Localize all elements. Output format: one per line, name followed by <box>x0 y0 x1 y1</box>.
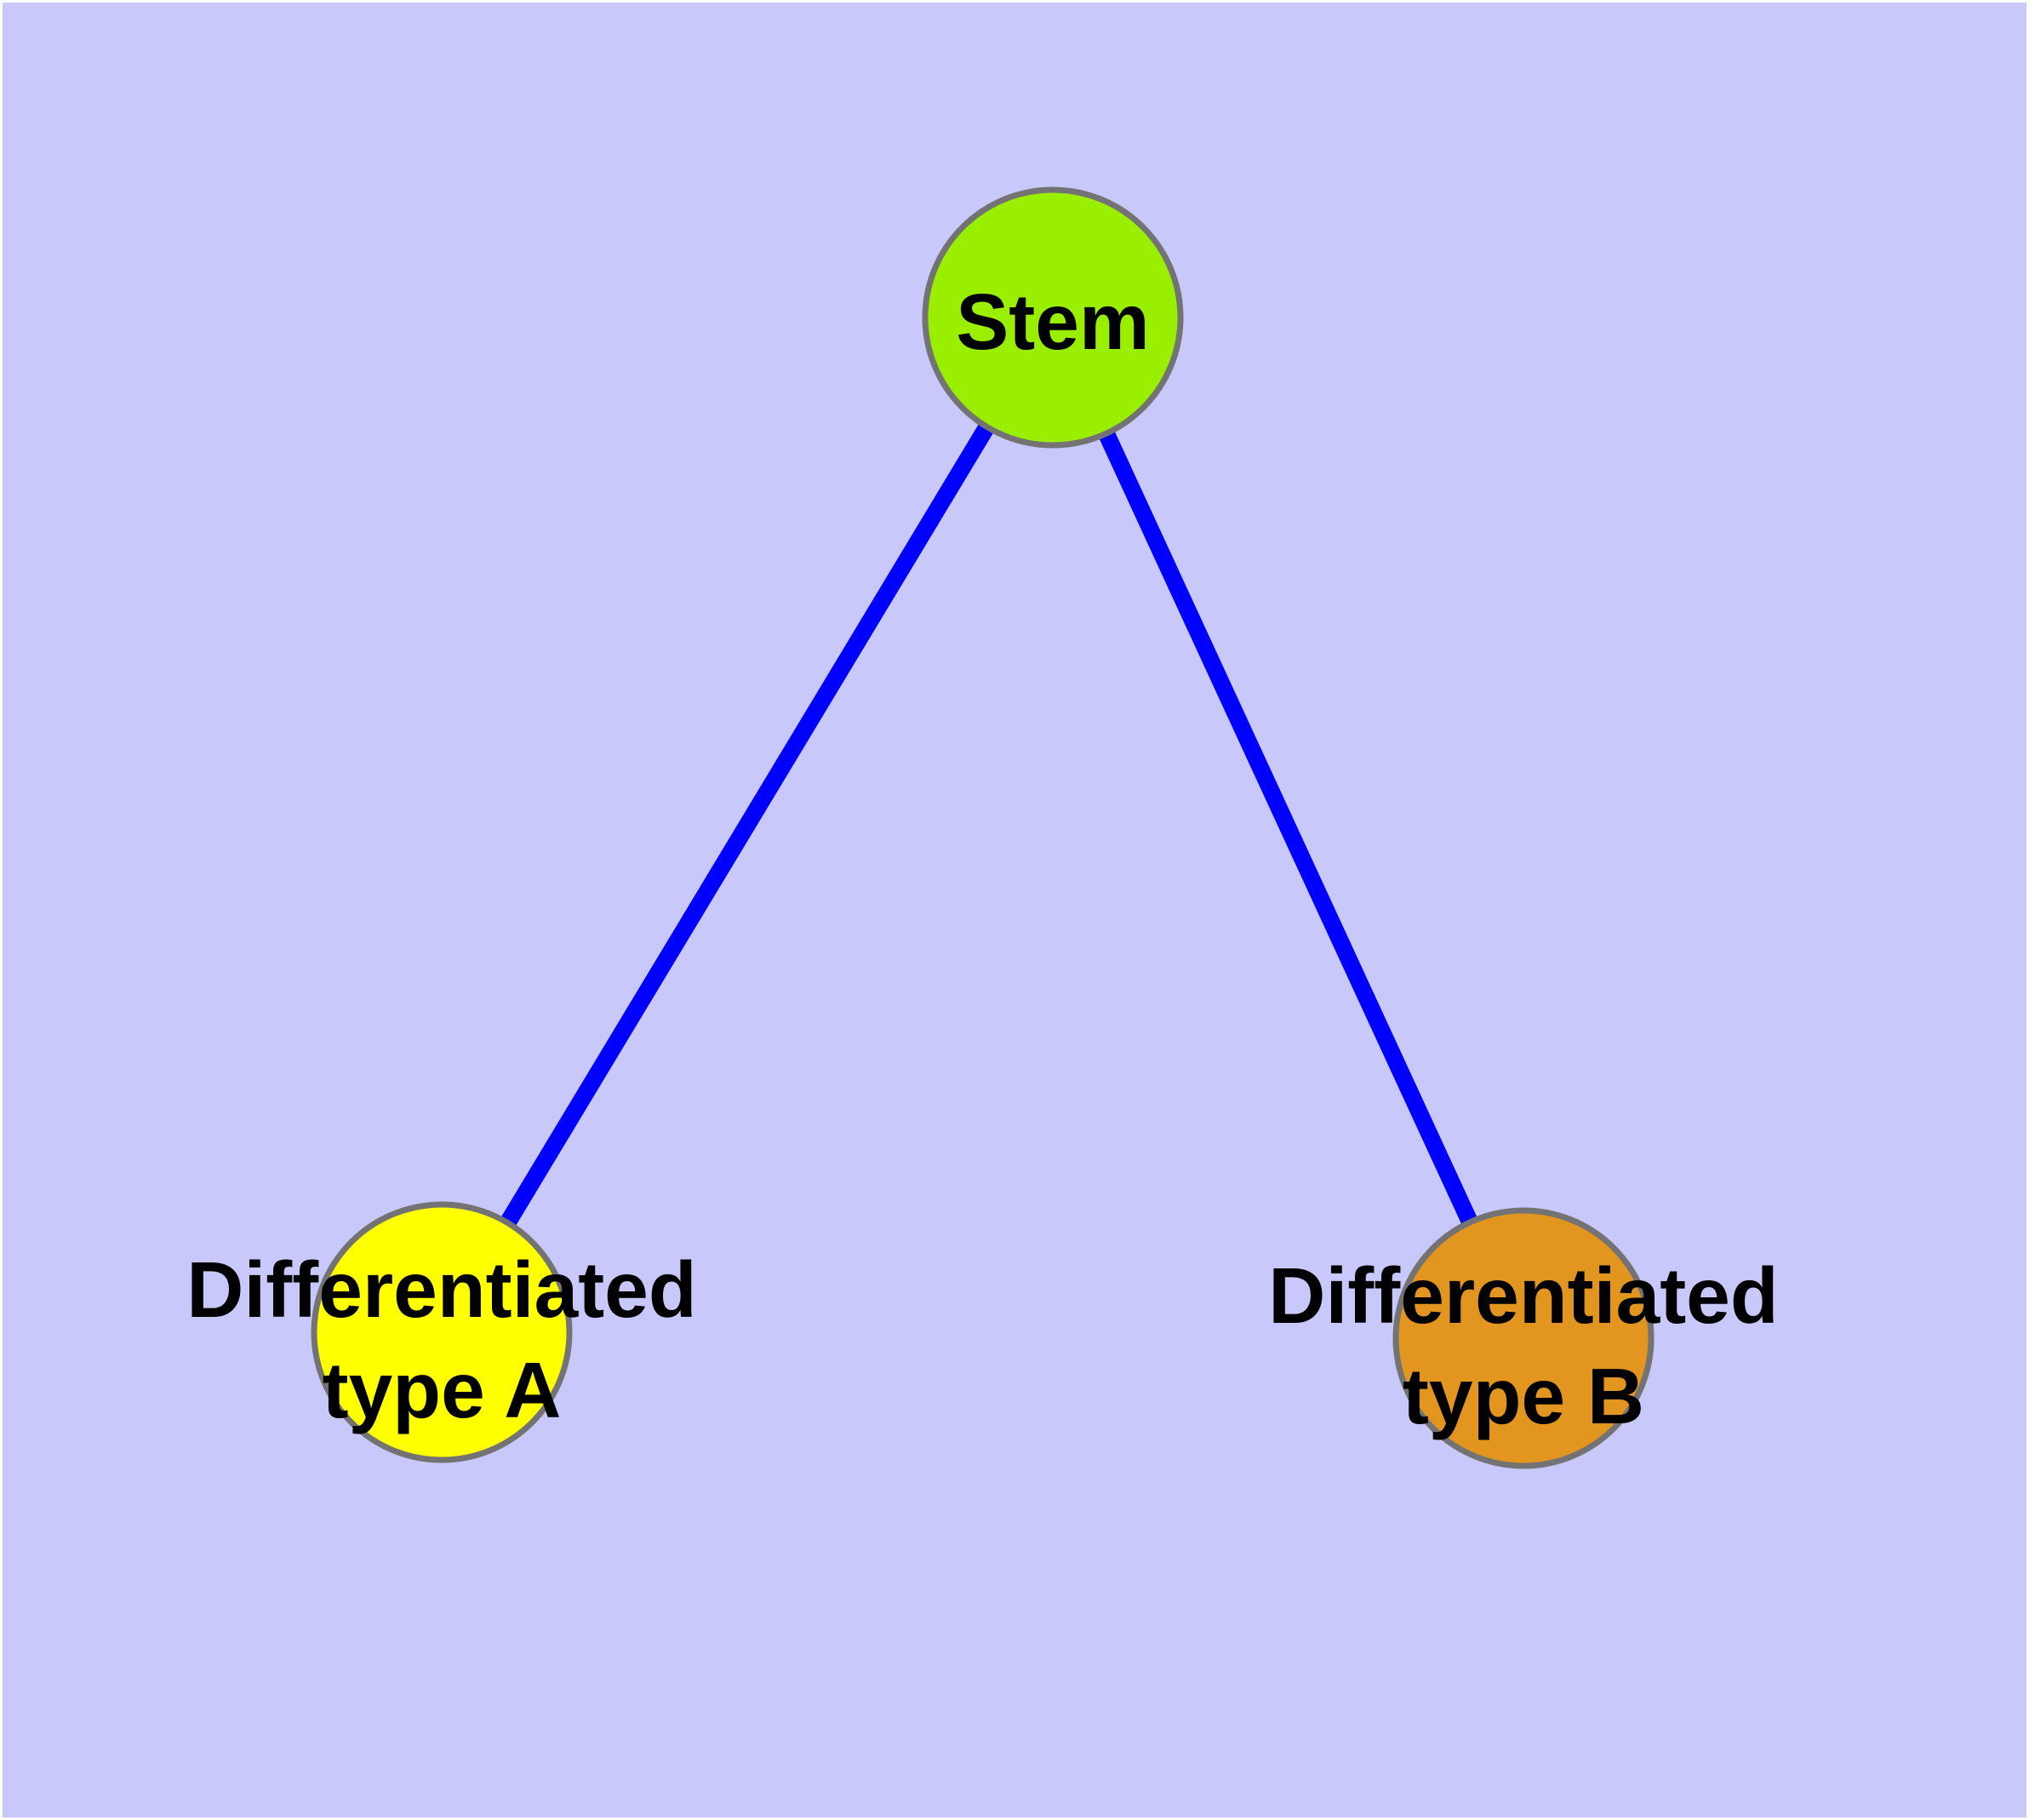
stem-node <box>922 186 1184 449</box>
type-a-label-line2: type A <box>323 1346 562 1434</box>
type-b-label-line2: type B <box>1403 1352 1644 1440</box>
type-b-node <box>1392 1207 1655 1469</box>
type-b-label-line1: Differentiated <box>1268 1251 1778 1340</box>
edge-stem-to-type-b <box>1044 313 1532 1342</box>
type-a-label-line1: Differentiated <box>186 1245 696 1334</box>
type-a-node <box>311 1201 573 1463</box>
edge-stem-to-type-a <box>434 312 1060 1337</box>
stem-node-label: Stem <box>956 278 1149 366</box>
